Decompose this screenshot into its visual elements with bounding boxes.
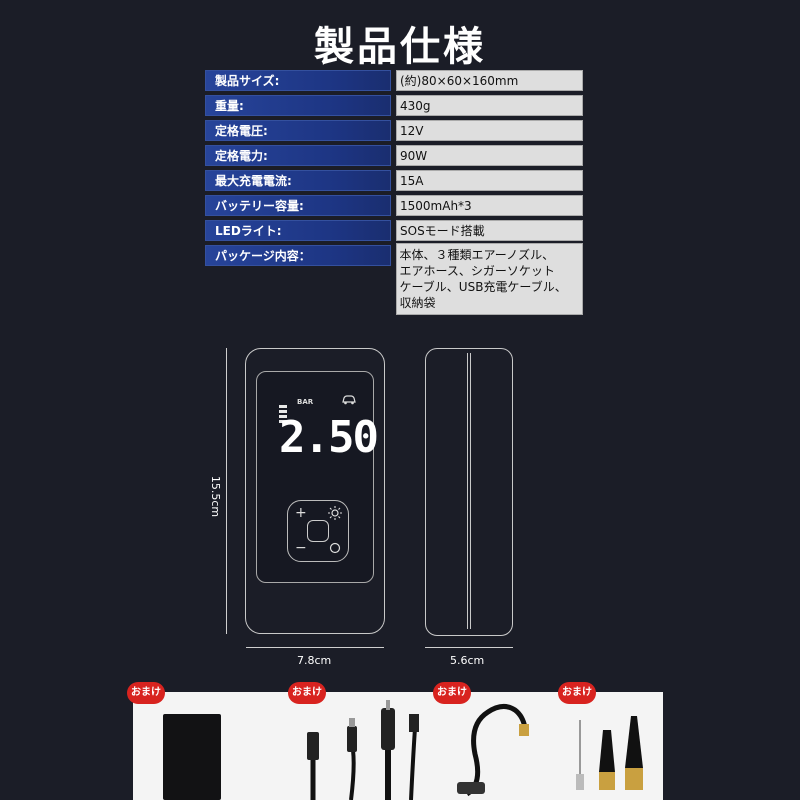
spec-label: 重量: — [205, 95, 391, 116]
minus-icon: − — [295, 540, 307, 556]
spec-row-weight: 重量: 430g — [205, 95, 583, 116]
bonus-badge: おまけ — [558, 682, 596, 704]
center-button — [307, 520, 329, 542]
spec-value: SOSモード搭載 — [396, 220, 583, 241]
spec-label: バッテリー容量: — [205, 195, 391, 216]
spec-label: 最大充電電流: — [205, 170, 391, 191]
spec-value: 12V — [396, 120, 583, 141]
spec-value: 430g — [396, 95, 583, 116]
air-hose-image — [457, 704, 529, 797]
bonus-badge: おまけ — [127, 682, 165, 704]
spec-table: 製品サイズ: (約)80×60×160mm 重量: 430g 定格電圧: 12V… — [205, 70, 583, 319]
spec-row-voltage: 定格電圧: 12V — [205, 120, 583, 141]
spec-row-battery: バッテリー容量: 1500mAh*3 — [205, 195, 583, 216]
spec-value: 本体、３種類エアーノズル、 エアホース、シガーソケット ケーブル、USB充電ケー… — [395, 243, 583, 315]
spec-row-power: 定格電力: 90W — [205, 145, 583, 166]
spec-value: (約)80×60×160mm — [396, 70, 583, 91]
spec-row-size: 製品サイズ: (約)80×60×160mm — [205, 70, 583, 91]
storage-bag-image — [163, 714, 221, 800]
air-nozzles-image — [576, 716, 643, 790]
bonus-items-strip — [133, 692, 663, 800]
plus-icon: + — [295, 505, 307, 521]
depth-label: 5.6cm — [450, 654, 485, 667]
spec-label: 定格電力: — [205, 145, 391, 166]
width-dimension-line — [246, 647, 384, 648]
device-side-view — [425, 348, 513, 636]
spec-row-package: パッケージ内容： 本体、３種類エアーノズル、 エアホース、シガーソケット ケーブ… — [205, 243, 583, 315]
pressure-unit: BAR — [297, 398, 314, 406]
spec-row-current: 最大充電電流: 15A — [205, 170, 583, 191]
depth-dimension-line — [425, 647, 513, 648]
pressure-reading: 2.50 — [279, 412, 379, 463]
spec-label: パッケージ内容： — [205, 245, 391, 266]
battery-bars-icon — [279, 405, 287, 423]
car-icon — [342, 395, 356, 405]
device-front-view: BAR 2.50 + − — [245, 348, 385, 634]
cables-image — [307, 700, 419, 800]
spec-label: 定格電圧: — [205, 120, 391, 141]
width-label: 7.8cm — [297, 654, 332, 667]
spec-value: 1500mAh*3 — [396, 195, 583, 216]
light-icon — [328, 506, 342, 520]
spec-label: LEDライト: — [205, 220, 391, 241]
height-label: 15.5cm — [209, 475, 223, 518]
spec-value: 15A — [396, 170, 583, 191]
power-icon — [329, 542, 341, 554]
device-display: BAR 2.50 + − — [256, 371, 379, 583]
bonus-badge: おまけ — [433, 682, 471, 704]
spec-row-led: LEDライト: SOSモード搭載 — [205, 220, 583, 241]
side-seam — [467, 353, 471, 629]
spec-label: 製品サイズ: — [205, 70, 391, 91]
height-dimension-line — [226, 348, 227, 634]
spec-value: 90W — [396, 145, 583, 166]
control-keypad: + − — [287, 500, 349, 562]
bonus-badge: おまけ — [288, 682, 326, 704]
page-title: 製品仕様 — [314, 23, 486, 70]
